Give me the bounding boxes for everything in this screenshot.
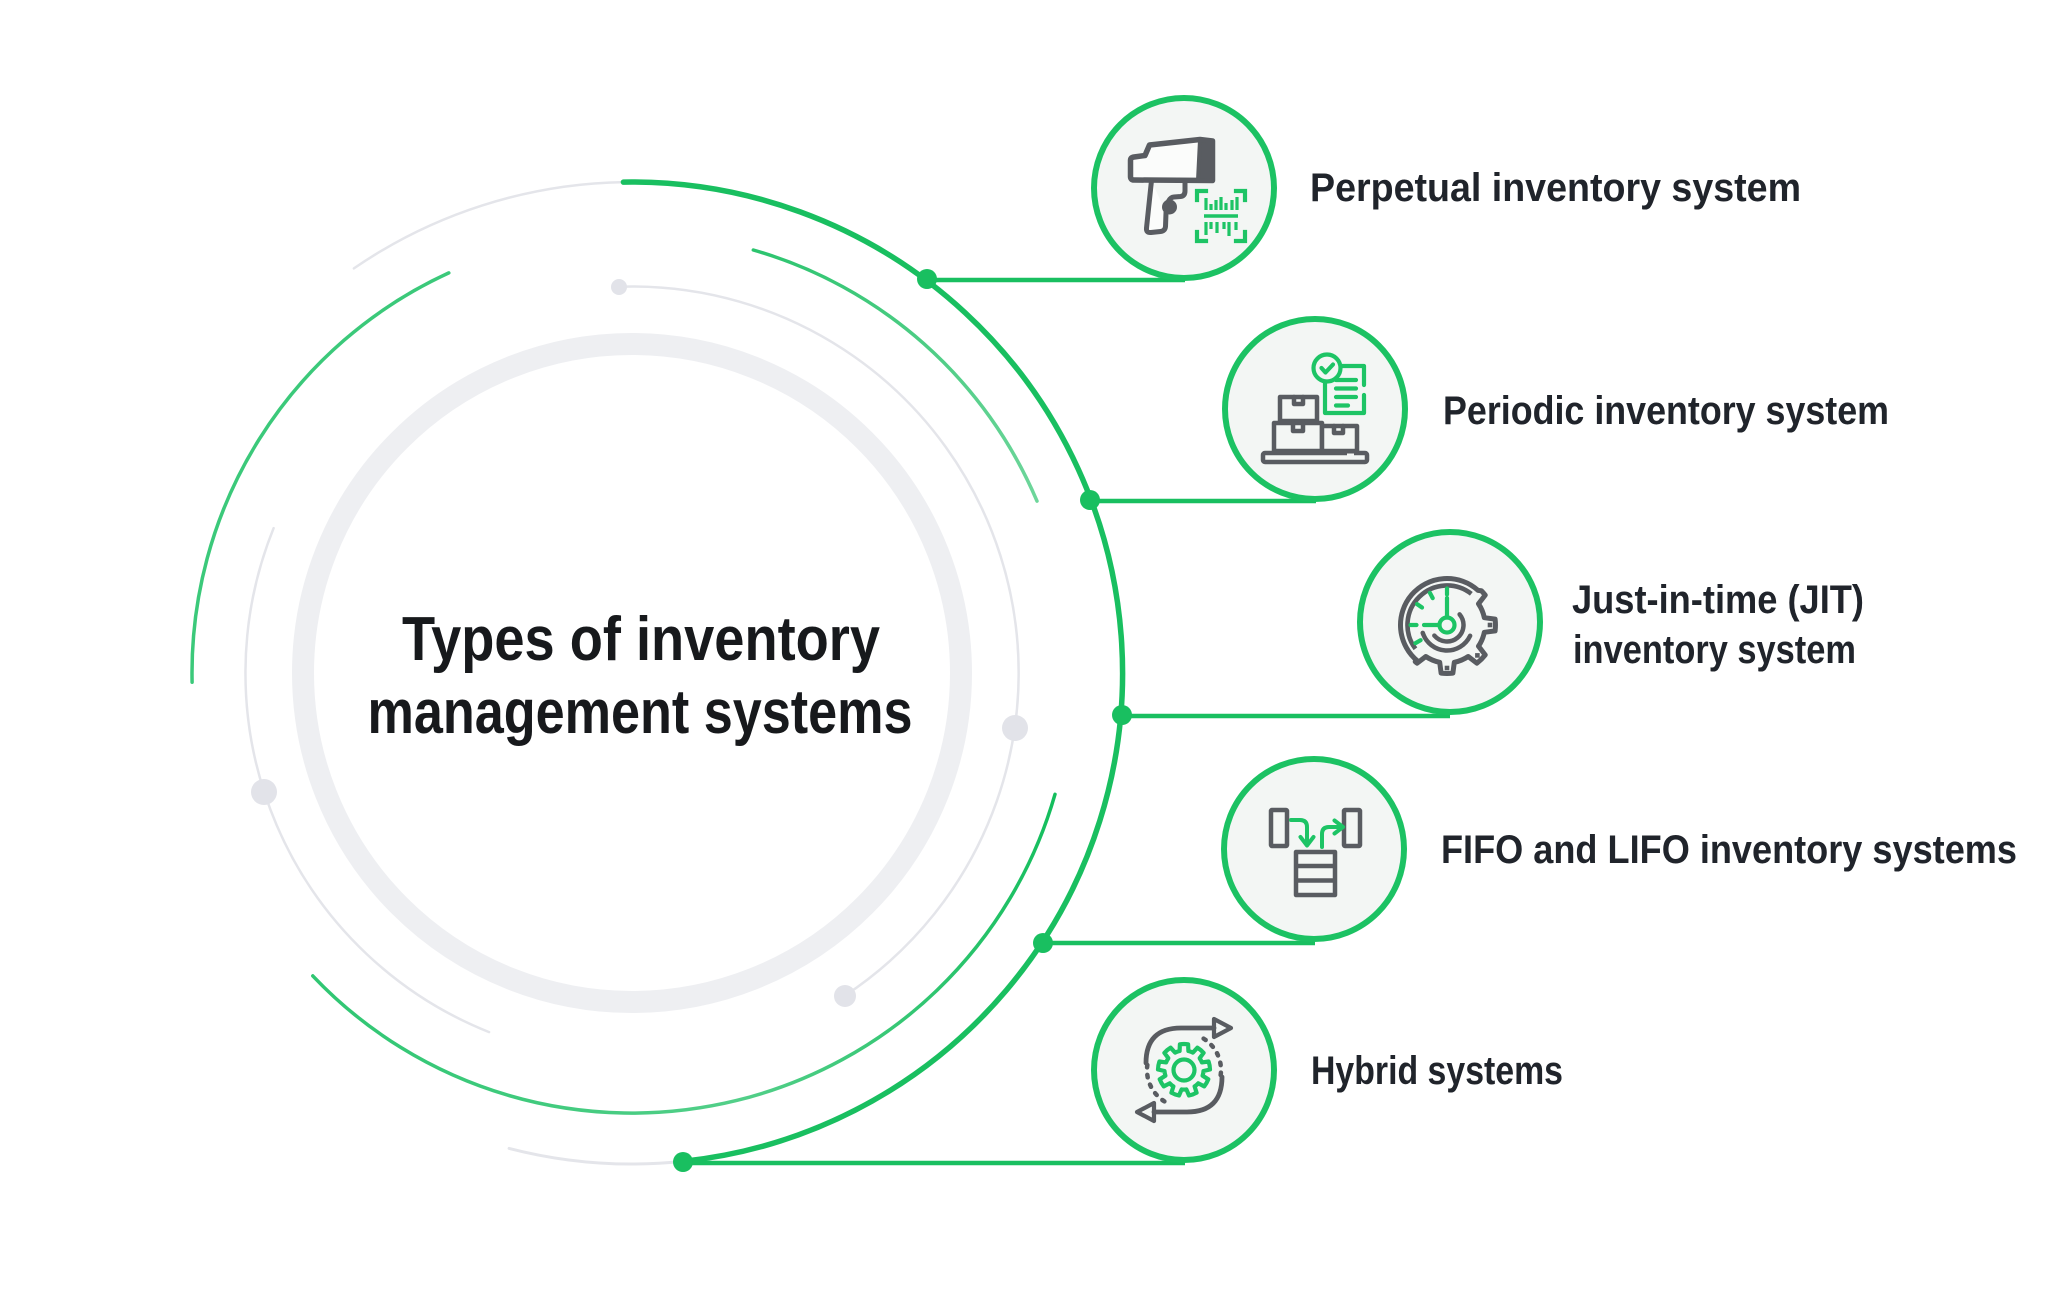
svg-text:Perpetual inventory system: Perpetual inventory system — [1310, 166, 1801, 210]
svg-text:Hybrid systems: Hybrid systems — [1311, 1049, 1563, 1093]
svg-text:FIFO and LIFO inventory system: FIFO and LIFO inventory systems — [1441, 828, 2017, 872]
svg-text:inventory system: inventory system — [1573, 628, 1856, 672]
svg-text:management systems: management systems — [368, 678, 913, 747]
svg-text:Types of inventory: Types of inventory — [402, 605, 880, 674]
svg-text:Periodic inventory system: Periodic inventory system — [1443, 389, 1889, 433]
svg-text:Just-in-time (JIT): Just-in-time (JIT) — [1572, 578, 1864, 622]
